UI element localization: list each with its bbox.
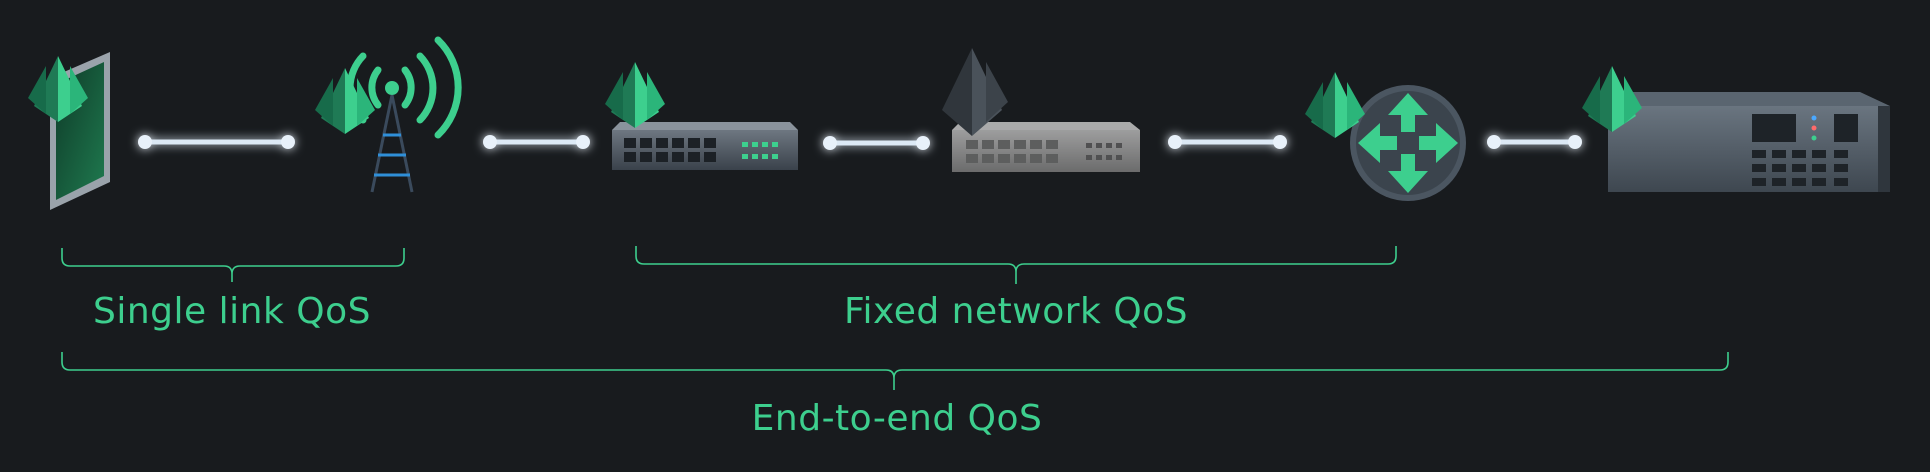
crystal-icon-inactive	[942, 48, 1008, 136]
fixed-network-bracket	[635, 246, 1397, 284]
crystal-icon	[1305, 72, 1365, 138]
link-connector	[138, 135, 295, 149]
cell-tower-icon	[346, 36, 462, 193]
router-icon	[1350, 85, 1466, 201]
link-connector	[1487, 135, 1582, 149]
link-connectors	[138, 135, 1582, 150]
end-to-end-qos-label: End-to-end QoS	[752, 398, 1043, 439]
link-connector	[1168, 135, 1287, 149]
fixed-network-qos-label: Fixed network QoS	[844, 291, 1188, 332]
network-switch-gray-icon	[952, 122, 1140, 172]
link-connector	[823, 136, 930, 150]
crystal-markers	[28, 48, 1642, 138]
network-switch-icon	[612, 122, 798, 170]
crystal-icon	[315, 68, 375, 134]
single-link-bracket	[61, 248, 405, 282]
server-rack-icon	[1608, 92, 1890, 192]
link-connector	[483, 135, 590, 149]
crystal-icon	[1582, 66, 1642, 132]
crystal-icon	[28, 56, 88, 122]
end-to-end-bracket	[61, 352, 1729, 390]
crystal-icon	[605, 62, 665, 128]
single-link-qos-label: Single link QoS	[93, 291, 371, 332]
